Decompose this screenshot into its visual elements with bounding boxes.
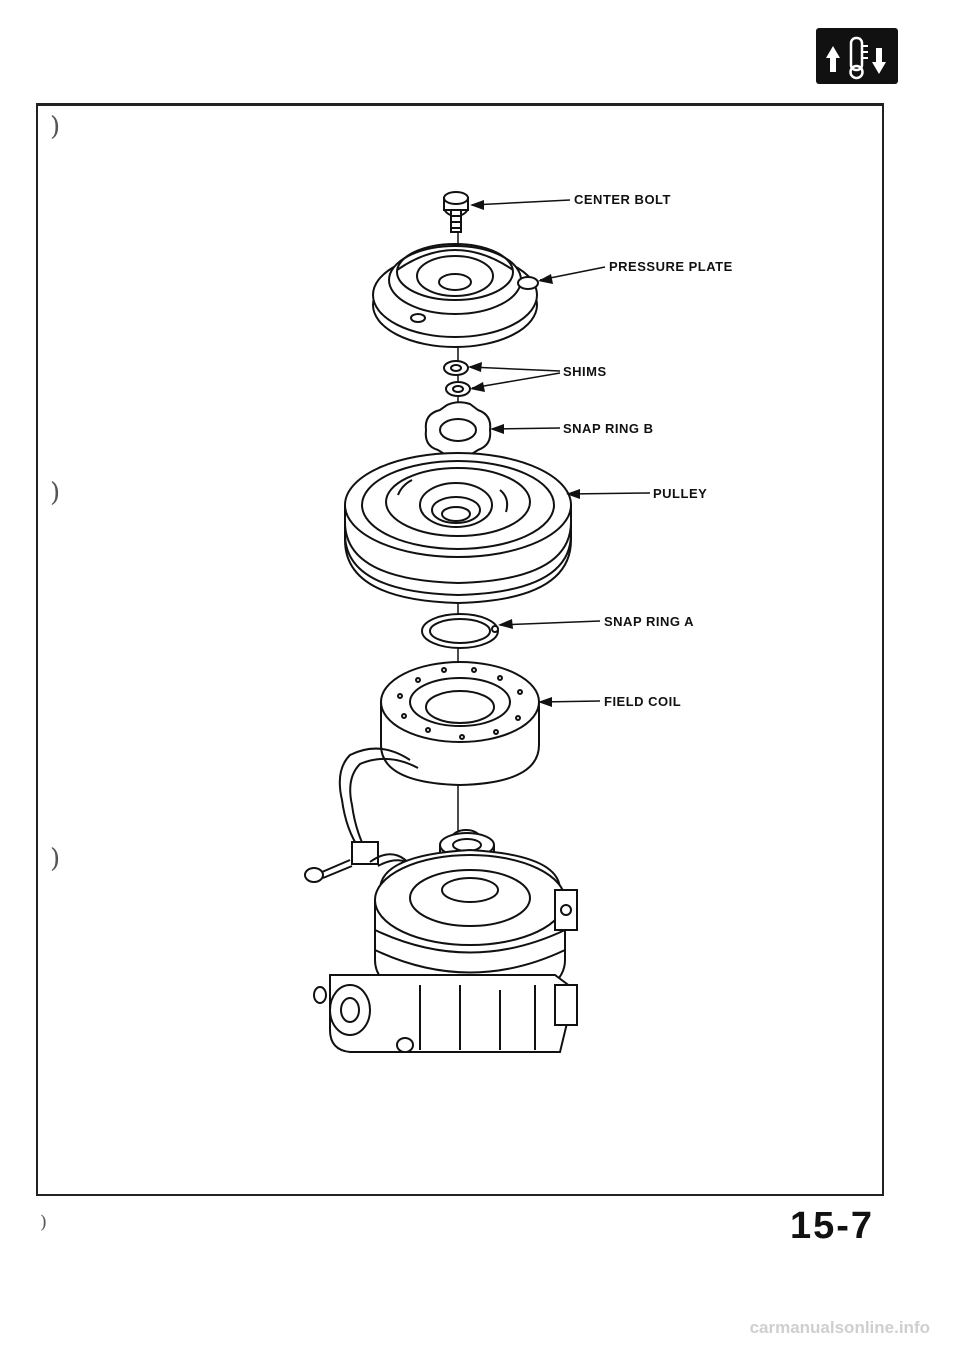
binding-mark: ) <box>50 112 61 142</box>
snap-ring-b-part <box>424 401 492 458</box>
field-coil-part <box>338 661 540 963</box>
compressor-body-part <box>313 829 578 1053</box>
page-number: 15-7 <box>790 1205 875 1247</box>
label-pressure-plate: PRESSURE PLATE <box>609 259 733 274</box>
section-badge <box>816 28 898 84</box>
shims-part <box>443 360 471 397</box>
binding-mark: ) <box>50 844 61 874</box>
label-center-bolt: CENTER BOLT <box>574 192 671 207</box>
label-snap-ring-b: SNAP RING B <box>563 421 654 436</box>
leader-arrowheads <box>468 200 580 707</box>
pressure-plate-part <box>372 243 539 348</box>
label-pulley: PULLEY <box>653 486 708 501</box>
binding-mark: ) <box>50 478 61 508</box>
ground-screw-part <box>304 859 353 883</box>
diagram-frame <box>36 104 884 1196</box>
footer-watermark: carmanualsonline.info <box>749 1318 930 1337</box>
pulley-part <box>344 452 572 605</box>
center-bolt-part <box>443 191 469 233</box>
label-field-coil: FIELD COIL <box>604 694 682 709</box>
hvac-thermometer-arrows-icon <box>826 36 886 80</box>
label-snap-ring-a: SNAP RING A <box>604 614 695 629</box>
binding-mark: ) <box>40 1212 48 1233</box>
snap-ring-a-part <box>421 613 499 649</box>
label-shims: SHIMS <box>563 364 607 379</box>
